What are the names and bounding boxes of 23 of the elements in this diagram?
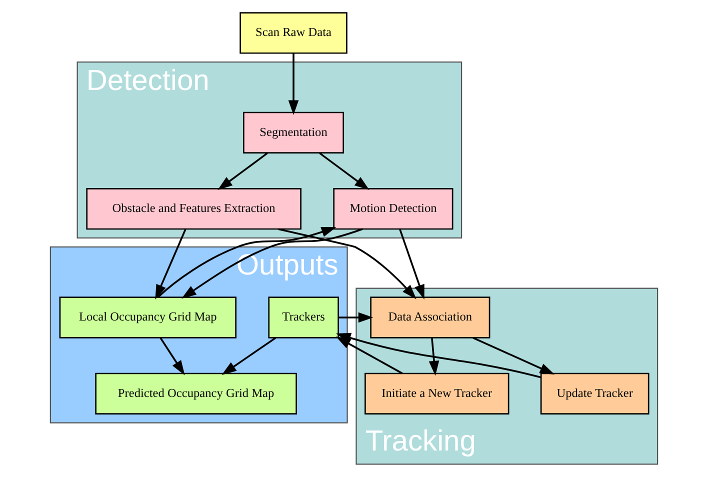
arrow: [288, 53, 299, 116]
node-box: Data Association: [370, 296, 490, 338]
arrow: [428, 338, 440, 376]
node-box: Predicted Occupancy Grid Map: [95, 372, 297, 414]
node-box: Scan Raw Data: [240, 12, 348, 54]
node-box: Obstacle and Features Extraction: [86, 188, 302, 230]
arrow: [182, 228, 363, 299]
arrow: [222, 337, 276, 375]
arrow: [319, 152, 370, 190]
arrow: [278, 228, 416, 300]
arrow: [399, 229, 424, 300]
arrow: [157, 226, 336, 298]
arrow: [160, 338, 185, 376]
node-box: Motion Detection: [333, 188, 454, 230]
arrow: [155, 229, 186, 300]
node-box: Trackers: [268, 296, 339, 338]
node-box: Segmentation: [243, 112, 344, 154]
arrow: [218, 152, 268, 190]
node-box: Update Tracker: [540, 372, 650, 414]
node-box: Local Occupancy Grid Map: [59, 296, 236, 338]
arrow: [338, 312, 374, 323]
arrow: [472, 337, 555, 375]
node-box: Initiate a New Tracker: [364, 372, 510, 414]
